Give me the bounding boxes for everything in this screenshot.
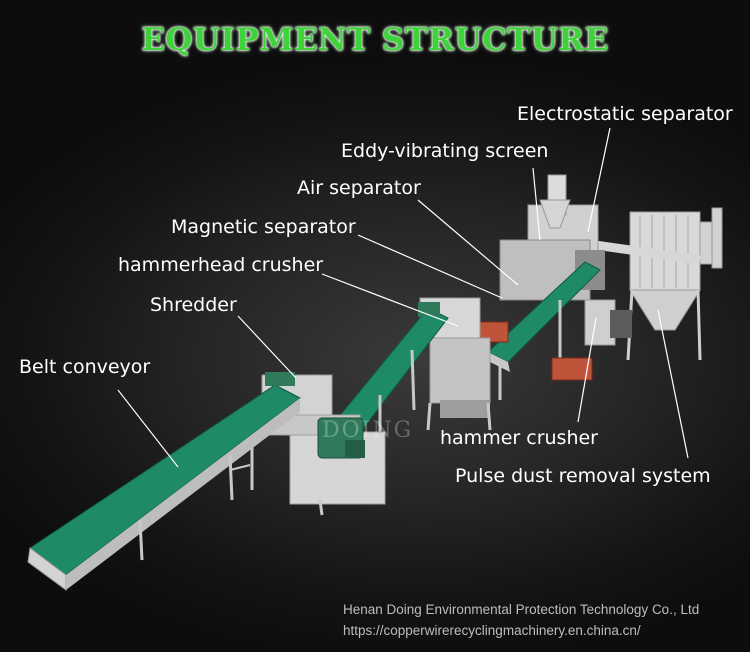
leader-shredder xyxy=(237,315,297,379)
label-air-separator: Air separator xyxy=(297,177,421,199)
hammer-crusher-unit xyxy=(584,299,632,346)
watermark: DOING xyxy=(322,418,414,443)
label-belt-conveyor: Belt conveyor xyxy=(19,356,151,378)
footer-company: Henan Doing Environmental Protection Tec… xyxy=(343,602,700,617)
leader-electrostatic xyxy=(587,127,611,233)
pulse-dust-removal-unit xyxy=(626,207,723,361)
leader-air xyxy=(417,199,519,286)
label-hammerhead-crusher: hammerhead crusher xyxy=(118,254,324,276)
label-shredder: Shredder xyxy=(150,294,237,316)
page-title: EQUIPMENT STRUCTURE xyxy=(141,22,609,58)
leader-belt xyxy=(117,389,179,468)
leader-pulse xyxy=(657,309,689,459)
leader-hammerhead xyxy=(321,273,459,327)
label-magnetic-separator: Magnetic separator xyxy=(171,216,356,238)
footer-url: https://copperwirerecyclingmachinery.en.… xyxy=(343,623,641,638)
separator-towers xyxy=(499,174,605,301)
label-electrostatic-separator: Electrostatic separator xyxy=(517,103,733,125)
label-eddy-vibrating-screen: Eddy-vibrating screen xyxy=(341,140,549,162)
collection-bin xyxy=(551,357,593,381)
leader-magnetic xyxy=(357,234,503,299)
leader-eddy xyxy=(532,167,541,241)
magnetic-separator-conveyor xyxy=(487,261,601,400)
label-hammer-crusher: hammer crusher xyxy=(440,427,598,449)
leader-hammer xyxy=(577,317,597,423)
belt-conveyor-unit xyxy=(27,372,301,591)
leader-lines xyxy=(117,127,689,468)
label-pulse-dust-removal-system: Pulse dust removal system xyxy=(455,465,711,487)
